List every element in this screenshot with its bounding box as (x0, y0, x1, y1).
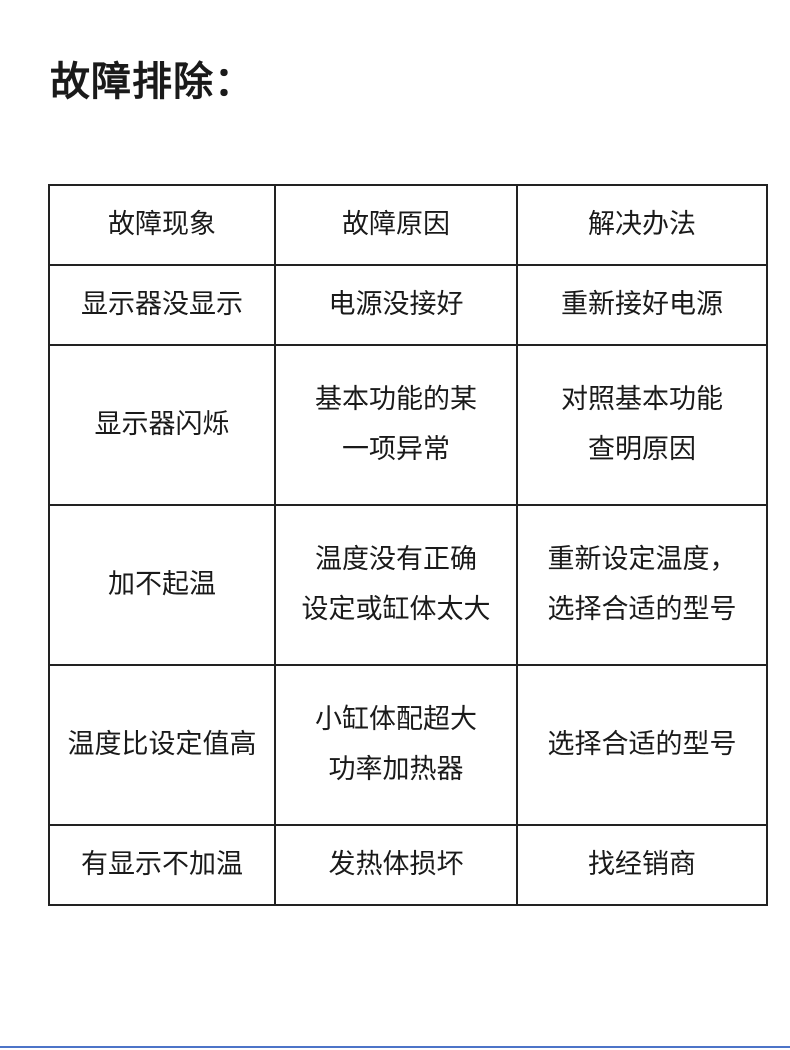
symptom-cell: 温度比设定值高 (48, 664, 276, 826)
header-cause: 故障原因 (274, 184, 518, 266)
cause-line: 功率加热器 (328, 754, 464, 785)
table-row: 温度比设定值高 小缸体配超大 功率加热器 选择合适的型号 (48, 664, 768, 826)
cause-cell: 小缸体配超大 功率加热器 (274, 664, 518, 826)
solution-line: 选择合适的型号 (547, 594, 737, 625)
solution-cell: 对照基本功能 查明原因 (516, 344, 768, 506)
cause-cell: 发热体损坏 (274, 824, 518, 906)
symptom-line: 显示器没显示 (81, 289, 243, 320)
cause-line: 发热体损坏 (328, 849, 464, 880)
cause-cell: 温度没有正确 设定或缸体太大 (274, 504, 518, 666)
solution-line: 选择合适的型号 (547, 729, 737, 760)
solution-line: 重新设定温度， (547, 544, 737, 575)
solution-cell: 重新设定温度， 选择合适的型号 (516, 504, 768, 666)
header-solution: 解决办法 (516, 184, 768, 266)
symptom-cell: 加不起温 (48, 504, 276, 666)
troubleshooting-table: 故障现象 故障原因 解决办法 显示器没显示 电源没接好 重新接好电源 显示器闪烁 (48, 184, 768, 906)
symptom-line: 有显示不加温 (81, 849, 243, 880)
troubleshooting-table-container: 故障现象 故障原因 解决办法 显示器没显示 电源没接好 重新接好电源 显示器闪烁 (48, 184, 768, 906)
cause-cell: 电源没接好 (274, 264, 518, 346)
symptom-line: 显示器闪烁 (94, 409, 230, 440)
cause-cell: 基本功能的某 一项异常 (274, 344, 518, 506)
solution-line: 找经销商 (588, 849, 696, 880)
bottom-divider (0, 1046, 790, 1048)
table-row: 有显示不加温 发热体损坏 找经销商 (48, 824, 768, 906)
symptom-cell: 显示器没显示 (48, 264, 276, 346)
solution-cell: 重新接好电源 (516, 264, 768, 346)
cause-line: 一项异常 (342, 434, 450, 465)
cause-line: 温度没有正确 (315, 544, 477, 575)
solution-cell: 找经销商 (516, 824, 768, 906)
table-row: 显示器没显示 电源没接好 重新接好电源 (48, 264, 768, 346)
symptom-cell: 有显示不加温 (48, 824, 276, 906)
table-header-row: 故障现象 故障原因 解决办法 (48, 184, 768, 266)
symptom-cell: 显示器闪烁 (48, 344, 276, 506)
cause-line: 设定或缸体太大 (301, 594, 491, 625)
symptom-line: 加不起温 (108, 569, 216, 600)
symptom-line: 温度比设定值高 (67, 729, 257, 760)
header-symptom: 故障现象 (48, 184, 276, 266)
solution-line: 重新接好电源 (561, 289, 723, 320)
cause-line: 基本功能的某 (315, 384, 477, 415)
solution-line: 对照基本功能 (561, 384, 723, 415)
table-row: 显示器闪烁 基本功能的某 一项异常 对照基本功能 查明原因 (48, 344, 768, 506)
cause-line: 小缸体配超大 (315, 704, 477, 735)
cause-line: 电源没接好 (328, 289, 464, 320)
solution-cell: 选择合适的型号 (516, 664, 768, 826)
solution-line: 查明原因 (588, 434, 696, 465)
table-row: 加不起温 温度没有正确 设定或缸体太大 重新设定温度， 选择合适的型号 (48, 504, 768, 666)
page-title: 故障排除： (50, 59, 255, 105)
